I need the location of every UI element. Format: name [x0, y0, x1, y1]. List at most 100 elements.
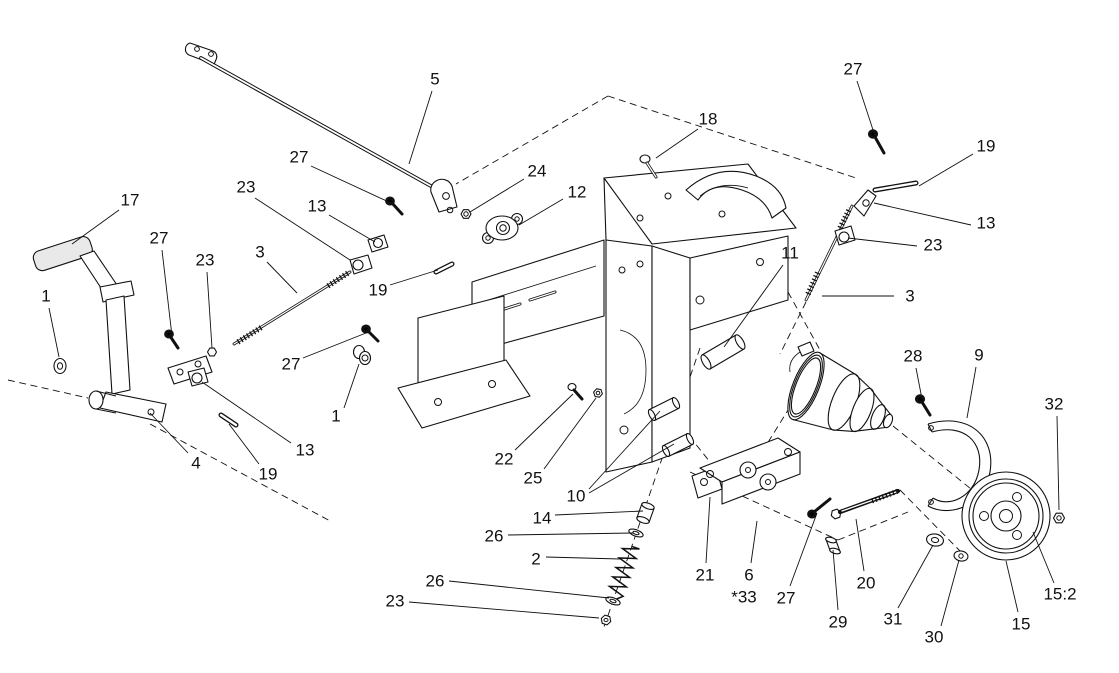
- leader-line: [149, 412, 189, 454]
- control-rod-5: [184, 42, 458, 214]
- part-label-3: 3: [905, 287, 914, 306]
- bolt-28: [914, 394, 932, 417]
- leader-line: [201, 381, 292, 444]
- spacer-11: [700, 334, 746, 370]
- leader-lines: [48, 80, 1060, 627]
- roller: [739, 461, 757, 479]
- part-label-23: 23: [386, 592, 405, 611]
- leader-line: [1056, 415, 1060, 511]
- leader-line: [228, 423, 260, 465]
- leader-line: [832, 549, 839, 611]
- part-label-23: 23: [196, 251, 215, 270]
- part-label-27: 27: [844, 60, 863, 79]
- leader-line: [588, 443, 675, 494]
- leader-line: [514, 393, 574, 451]
- leader-line: [328, 214, 376, 243]
- leader-line: [1005, 560, 1019, 613]
- bolt-18: [639, 154, 658, 179]
- spring-2: [607, 545, 640, 602]
- leader-line: [1032, 531, 1055, 584]
- pedal-grip-17: [32, 236, 93, 272]
- part-label-32: 32: [1045, 395, 1064, 414]
- bolt-22: [567, 382, 584, 401]
- part-label-20: 20: [857, 574, 876, 593]
- spacer-29: [825, 536, 841, 555]
- leader-line: [161, 249, 173, 337]
- part-label-26: 26: [485, 527, 504, 546]
- leader-line: [847, 237, 918, 247]
- leader-line: [940, 559, 960, 627]
- part-label-1: 1: [331, 407, 340, 426]
- link-rod-right-3: [804, 129, 919, 302]
- part-label-24: 24: [528, 162, 547, 181]
- part-label-17: 17: [121, 191, 140, 210]
- washer-31: [926, 533, 944, 547]
- leader-line: [855, 518, 865, 572]
- part-label-27: 27: [290, 148, 309, 167]
- main-frame: [352, 163, 797, 473]
- lever-bar: [105, 295, 131, 395]
- part-label-1: 1: [41, 287, 50, 306]
- nut-25: [593, 388, 603, 398]
- part-label-4: 4: [191, 454, 200, 473]
- leader-line: [469, 178, 525, 213]
- clutch-shaft: [882, 413, 894, 429]
- clutch-assembly: [787, 341, 894, 433]
- leader-line: [918, 153, 974, 187]
- leader-line: [750, 520, 758, 564]
- leader-line: [343, 363, 360, 409]
- part-label-5: 5: [430, 70, 439, 89]
- part-label-15: 15: [1012, 615, 1031, 634]
- part-label-star33: *33: [731, 588, 757, 607]
- part-label-27: 27: [150, 229, 169, 248]
- part-label-14: 14: [533, 509, 552, 528]
- clutch-terminal: [797, 341, 815, 357]
- leader-line: [588, 410, 661, 490]
- leader-line: [48, 307, 60, 358]
- leader-line: [545, 556, 621, 560]
- pivot-tube: [88, 390, 104, 410]
- part-label-6: 6: [744, 566, 753, 585]
- frame-top-curve: [685, 170, 787, 219]
- lever-elbow: [99, 280, 135, 303]
- part-label-27: 27: [282, 355, 301, 374]
- pulley-15: [961, 471, 1051, 561]
- leader-line: [873, 202, 972, 226]
- part-label-19: 19: [977, 137, 996, 156]
- clutch-coil: [787, 351, 825, 421]
- link-rod-left-3: [232, 196, 455, 346]
- washer-26-bottom: [605, 596, 621, 606]
- leader-line: [206, 271, 213, 349]
- leader-line: [389, 269, 439, 286]
- nut-32: [1052, 512, 1066, 524]
- part-label-23: 23: [237, 178, 256, 197]
- leader-line: [408, 601, 600, 619]
- part-label-9: 9: [974, 346, 983, 365]
- clevis-13-right: [853, 189, 877, 217]
- leader-line: [897, 544, 934, 609]
- flange-bearing-12: [481, 212, 524, 245]
- part-label-18: 18: [699, 110, 718, 129]
- leader-line: [915, 367, 923, 400]
- washer-30: [953, 550, 969, 562]
- leader-line: [408, 90, 433, 165]
- leader-line: [789, 512, 818, 587]
- part-label-13: 13: [977, 214, 996, 233]
- part-label-29: 29: [829, 613, 848, 632]
- leader-line: [518, 198, 564, 226]
- part-label-19: 19: [259, 465, 278, 484]
- frame-right-wing: [689, 235, 789, 331]
- nut-24: [460, 209, 472, 219]
- roller: [759, 473, 777, 491]
- part-label-19: 19: [369, 281, 388, 300]
- nut-23-left: [206, 347, 218, 357]
- bolt-20: [830, 488, 901, 520]
- leader-line: [448, 580, 610, 599]
- part-label-12: 12: [568, 183, 587, 202]
- washer-1-left: [53, 357, 67, 375]
- part-label-22: 22: [495, 450, 514, 469]
- leader-line: [543, 397, 597, 470]
- strap-9: [927, 420, 992, 511]
